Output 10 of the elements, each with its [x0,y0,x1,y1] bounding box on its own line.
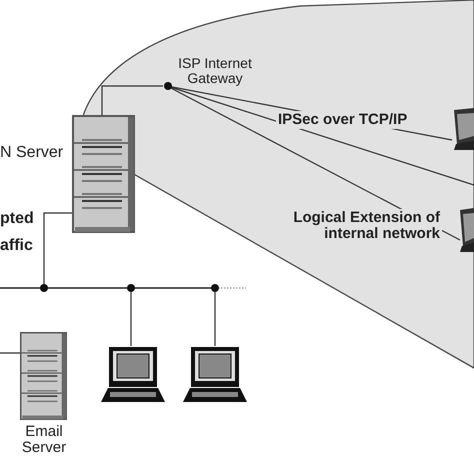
connector-line [130,292,132,346]
node-label: ISP Internet Gateway [177,56,253,86]
connector-line [101,85,163,115]
node-label: N Server [0,145,64,162]
connector-line [0,352,20,354]
connector-line [43,212,72,284]
connector-line [214,292,216,346]
connection-label: IPSec over TCP/IP [276,111,410,129]
traffic-label: pted affic [0,209,35,256]
node-label: Email Server [20,424,68,456]
